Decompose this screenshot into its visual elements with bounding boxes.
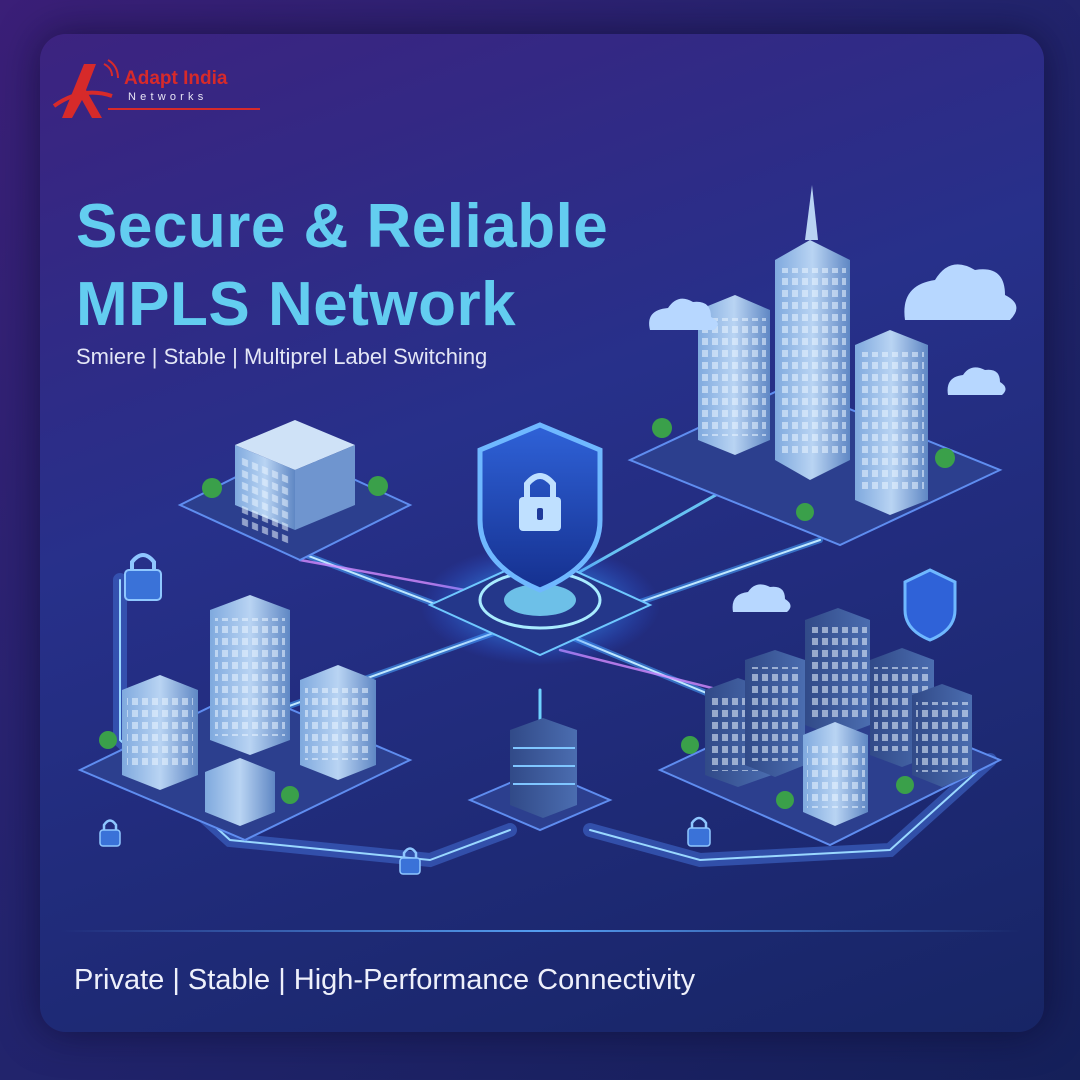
skyscraper-platform — [627, 185, 1003, 547]
cloud-icon — [649, 264, 1017, 612]
shield-icon — [903, 568, 957, 642]
footer-tagline: Private | Stable | High-Performance Conn… — [74, 964, 696, 996]
brand-name: Adapt India — [124, 68, 228, 89]
brand-underline — [108, 108, 260, 110]
brand-logo-mark — [52, 59, 119, 118]
glow-divider — [60, 930, 1020, 932]
subheadline: Smiere | Stable | Multiprel Label Switch… — [76, 344, 488, 369]
headline-line-2: MPLS Network — [76, 270, 517, 339]
server-icon — [467, 718, 613, 832]
office-platform-bottom-right — [657, 608, 1003, 847]
brand-subtitle: Networks — [128, 91, 208, 103]
padlock-icon — [99, 553, 711, 875]
office-platform-top-left — [177, 420, 413, 562]
security-hub — [420, 422, 660, 665]
page-title: Secure & Reliable MPLS Network — [76, 188, 608, 344]
office-platform-bottom-left — [77, 595, 413, 842]
brand-logo: Adapt India Networks — [52, 56, 272, 126]
headline-line-1: Secure & Reliable — [76, 192, 609, 261]
